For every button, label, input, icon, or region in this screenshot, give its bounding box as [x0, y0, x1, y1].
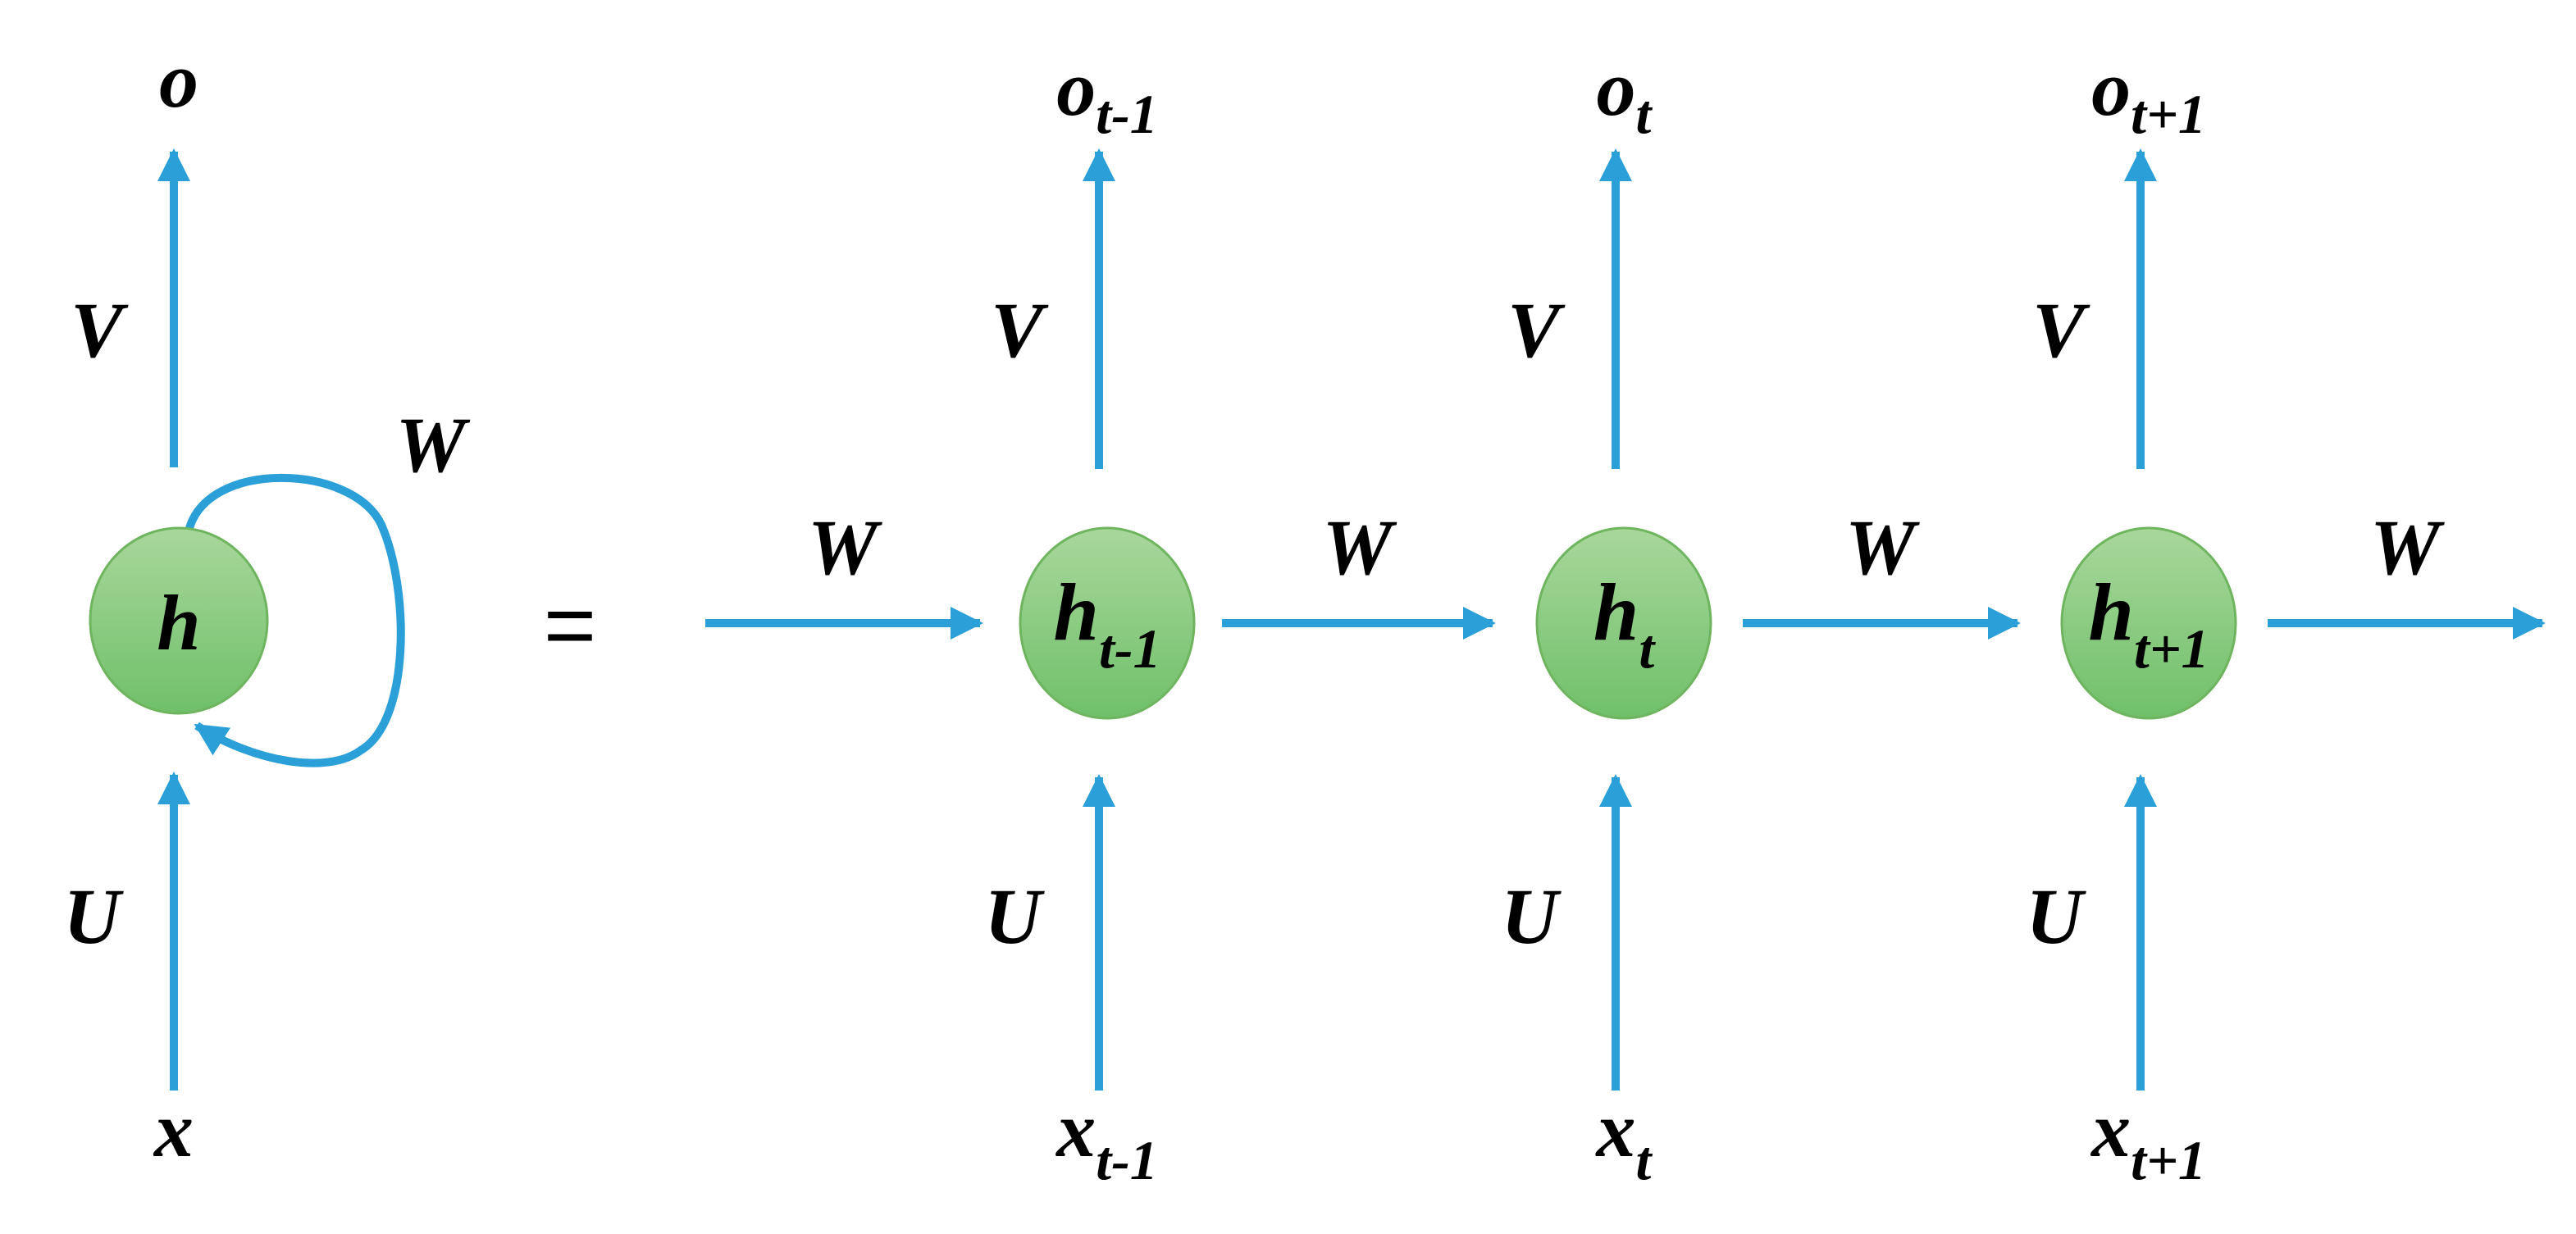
- hidden-label-tminus1: ht-1: [1053, 567, 1160, 680]
- folded-weight-u-label: U: [63, 872, 124, 960]
- folded-recurrent-arrow: [185, 473, 405, 767]
- weight-v-label-tplus1: V: [2032, 286, 2090, 374]
- hidden-node-t: [1535, 526, 1712, 720]
- output-label-tminus1: ot-1: [1056, 44, 1158, 145]
- weight-v-label-tminus1: V: [991, 286, 1049, 374]
- input-label-tminus1: xt-1: [1055, 1086, 1158, 1191]
- hidden-node-tminus1: [1019, 526, 1196, 720]
- input-label-tplus1: xt+1: [2090, 1086, 2206, 1191]
- folded-output-label: o: [159, 36, 198, 124]
- weight-w-label-2: W: [1322, 503, 1397, 591]
- folded-hidden-label: h: [157, 579, 200, 667]
- folded-weight-w-label: W: [395, 401, 470, 489]
- weight-w-label-4: W: [2370, 503, 2445, 591]
- folded-weight-v-label: V: [71, 286, 129, 374]
- output-label-t: ot: [1597, 44, 1653, 145]
- hidden-label-t: ht: [1593, 567, 1657, 680]
- folded-input-label: x: [153, 1086, 194, 1173]
- hidden-label-tplus1: ht+1: [2088, 567, 2209, 680]
- weight-u-label-tminus1: U: [984, 872, 1045, 960]
- hidden-node-tplus1: [2060, 526, 2237, 720]
- weight-u-label-t: U: [1501, 872, 1562, 960]
- input-label-t: xt: [1595, 1086, 1653, 1191]
- equals-sign: =: [544, 575, 596, 676]
- folded-hidden-node: [89, 526, 269, 715]
- weight-u-label-tplus1: U: [2026, 872, 2086, 960]
- folded-rnn: o V W h U x: [63, 36, 470, 1173]
- weight-w-label-3: W: [1845, 503, 1920, 591]
- output-label-tplus1: ot+1: [2091, 44, 2206, 145]
- weight-v-label-t: V: [1507, 286, 1566, 374]
- weight-w-label-1: W: [808, 503, 882, 591]
